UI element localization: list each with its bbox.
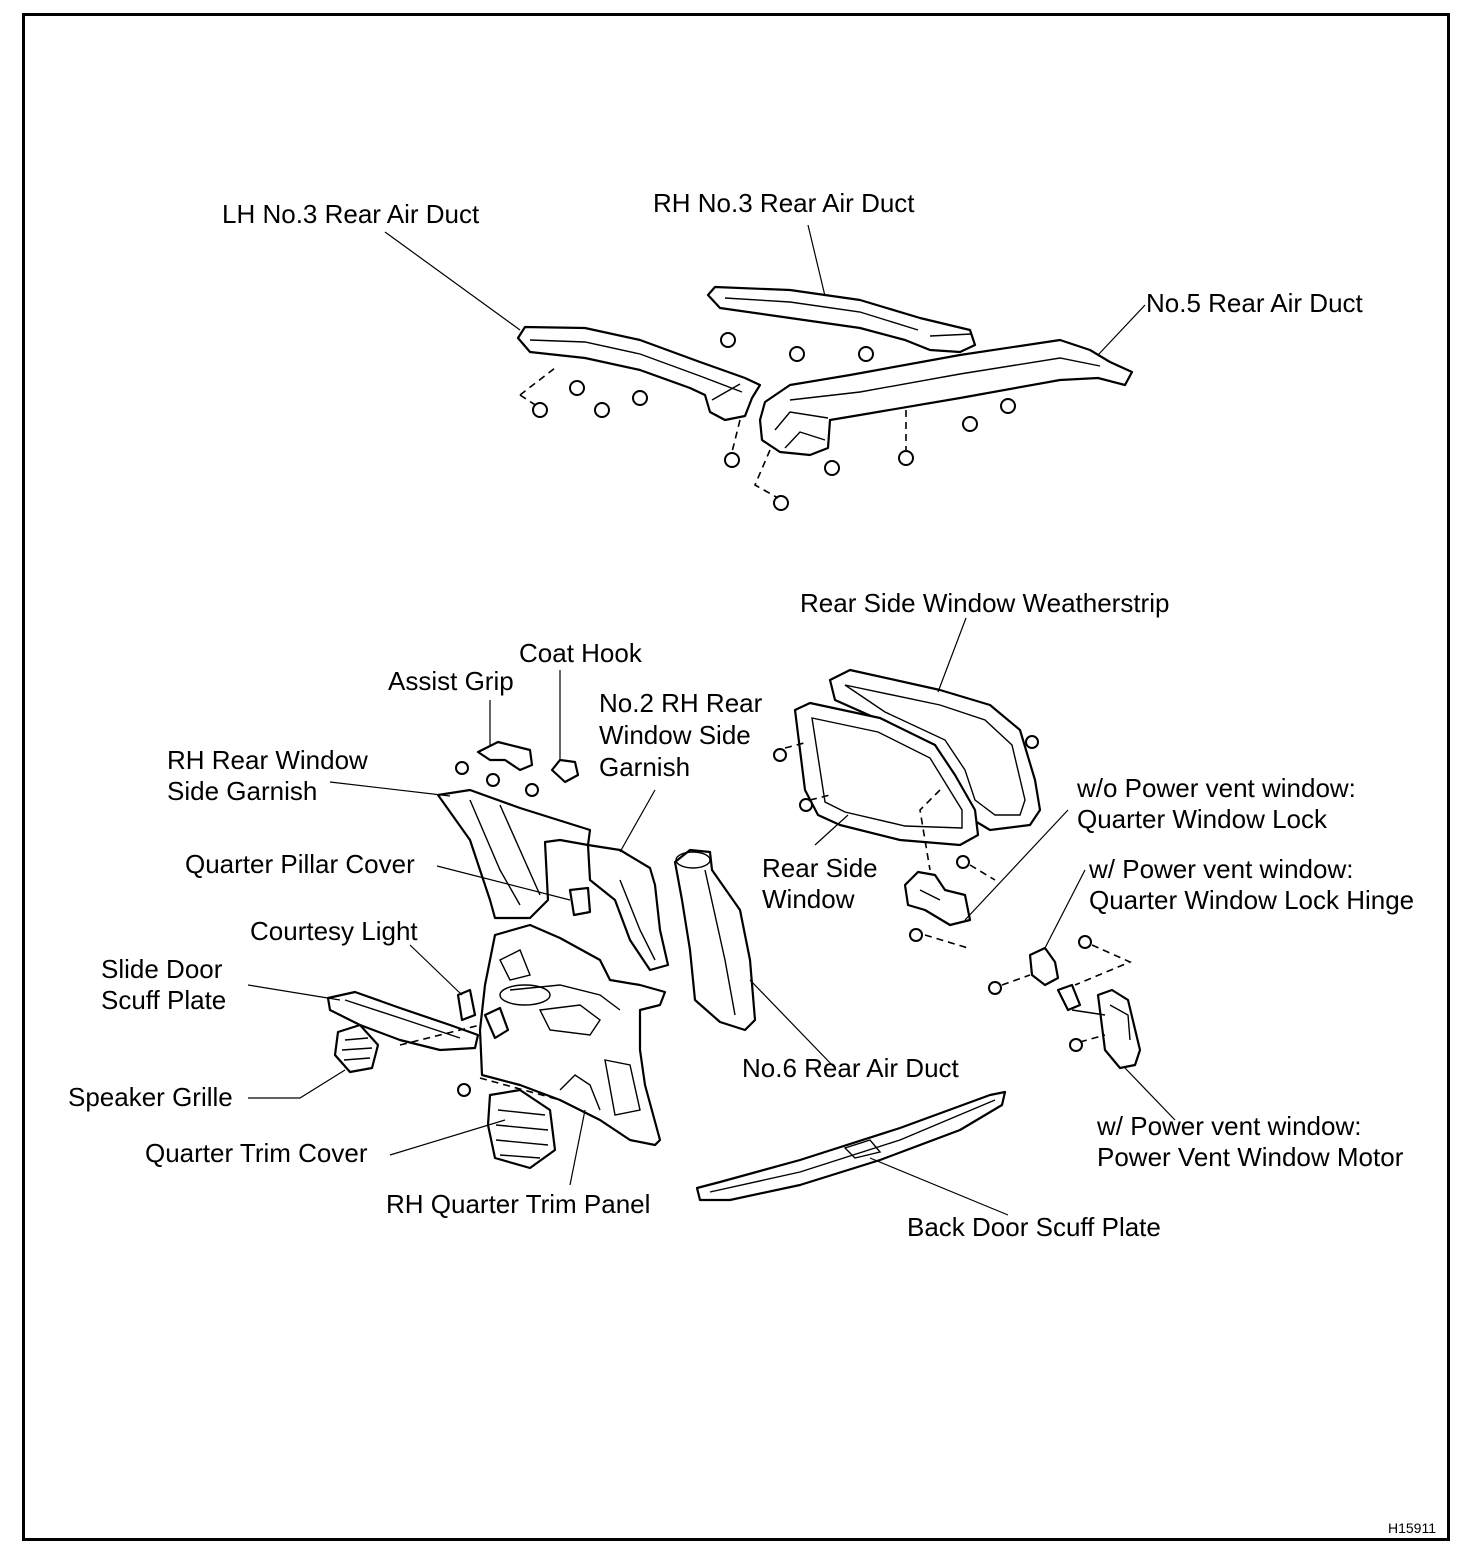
- label-wo-power-vent-window-1: w/o Power vent window:: [1077, 773, 1356, 803]
- label-rear-side-window-2: Window: [762, 884, 855, 914]
- no2-rh-rear-window-side-garnish-part: [586, 843, 670, 972]
- label-speaker-grille: Speaker Grille: [68, 1082, 233, 1112]
- courtesy-light-part: [456, 988, 510, 1040]
- label-wo-power-vent-window-2: Quarter Window Lock: [1077, 804, 1327, 834]
- label-rh-no3-rear-air-duct: RH No.3 Rear Air Duct: [653, 188, 915, 218]
- rh-rear-window-side-garnish-part: [436, 788, 592, 920]
- label-back-door-scuff-plate: Back Door Scuff Plate: [907, 1212, 1161, 1242]
- no5-rear-air-duct-part: [758, 338, 1134, 457]
- quarter-trim-cover-part: [486, 1088, 557, 1170]
- quarter-pillar-cover-part: [568, 886, 592, 917]
- leader-lines: [247, 224, 1176, 1216]
- label-rh-rear-window-side-garnish-1: RH Rear Window: [167, 745, 368, 775]
- rh-quarter-trim-panel-part: [478, 923, 667, 1147]
- label-w-power-vent-hinge-1: w/ Power vent window:: [1089, 854, 1354, 884]
- label-assist-grip: Assist Grip: [388, 666, 514, 696]
- label-w-power-vent-motor-1: w/ Power vent window:: [1097, 1111, 1362, 1141]
- lh-no3-rear-air-duct-part: [516, 325, 762, 422]
- diagram-frame: [22, 13, 1450, 1541]
- label-courtesy-light: Courtesy Light: [250, 916, 418, 946]
- label-quarter-pillar-cover: Quarter Pillar Cover: [185, 849, 415, 879]
- rh-no3-rear-air-duct-part: [706, 285, 977, 354]
- label-slide-door-scuff-plate-2: Scuff Plate: [101, 985, 227, 1015]
- label-no2-rh-rear-window-side-garnish-1: No.2 RH Rear: [599, 688, 763, 718]
- label-quarter-trim-cover: Quarter Trim Cover: [145, 1138, 368, 1168]
- label-no6-rear-air-duct: No.6 Rear Air Duct: [742, 1053, 959, 1083]
- power-vent-window-motor-part: [1056, 983, 1142, 1070]
- coat-hook-part: [550, 758, 580, 784]
- label-no5-rear-air-duct: No.5 Rear Air Duct: [1146, 288, 1363, 318]
- quarter-window-lock-hinge-part: [988, 935, 1133, 995]
- label-w-power-vent-hinge-2: Quarter Window Lock Hinge: [1089, 885, 1415, 915]
- speaker-grille-part: [333, 1023, 380, 1074]
- label-slide-door-scuff-plate-1: Slide Door: [101, 954, 223, 984]
- label-rh-quarter-trim-panel: RH Quarter Trim Panel: [386, 1189, 651, 1219]
- label-w-power-vent-motor-2: Power Vent Window Motor: [1097, 1142, 1404, 1172]
- lower-left-fasteners: [399, 1024, 561, 1101]
- assist-grip-part: [455, 740, 539, 797]
- label-rear-side-window-weatherstrip: Rear Side Window Weatherstrip: [800, 588, 1170, 618]
- quarter-window-lock-part: [903, 789, 996, 949]
- no6-rear-air-duct-part: [673, 848, 757, 1032]
- back-door-scuff-plate-part: [695, 1090, 1007, 1202]
- upper-clips: [519, 332, 1016, 511]
- label-coat-hook: Coat Hook: [519, 638, 642, 668]
- label-no2-rh-rear-window-side-garnish-2: Window Side: [599, 720, 751, 750]
- label-no2-rh-rear-window-side-garnish-3: Garnish: [599, 752, 691, 782]
- label-rear-side-window-1: Rear Side: [762, 853, 878, 883]
- label-lh-no3-rear-air-duct: LH No.3 Rear Air Duct: [222, 199, 480, 229]
- figure-code: H15911: [1388, 1520, 1437, 1536]
- label-rh-rear-window-side-garnish-2: Side Garnish: [167, 776, 318, 806]
- rear-side-window-part: [773, 701, 1039, 847]
